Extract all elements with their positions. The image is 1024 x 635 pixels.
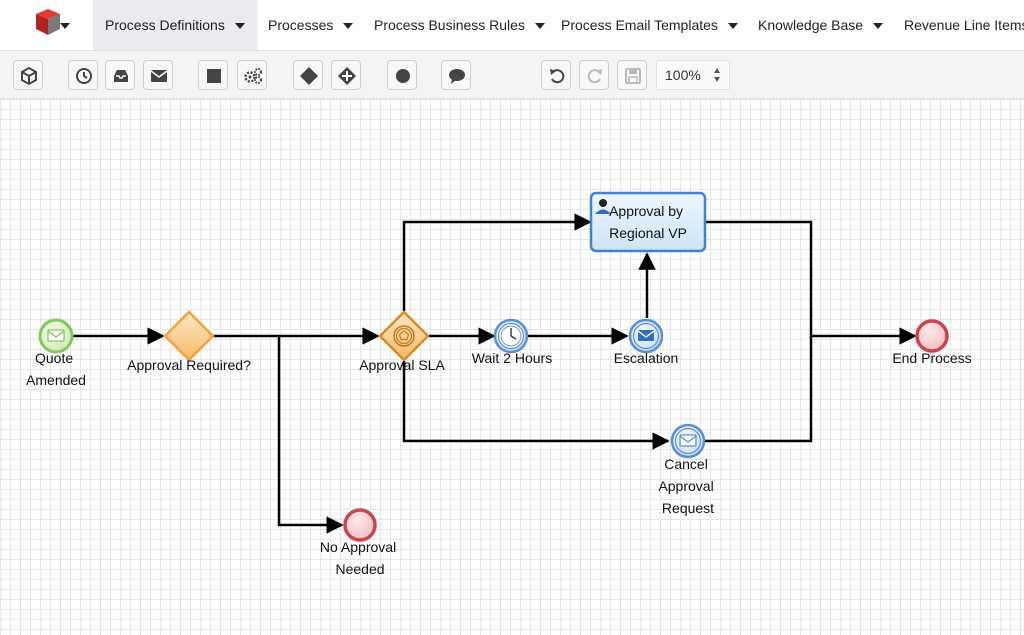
flow-approval-task-to-end[interactable] — [704, 220, 917, 345]
tab-processes[interactable]: Processes — [256, 0, 365, 50]
diagram-canvas[interactable]: Quote Amended Approval Required? Approva… — [0, 99, 1024, 635]
envelope-icon — [150, 70, 168, 82]
tab-process-business-rules[interactable]: Process Business Rules — [362, 0, 557, 50]
receive-message-button[interactable] — [105, 60, 135, 90]
save-icon — [625, 68, 641, 84]
square-icon — [207, 69, 221, 83]
cube-icon — [21, 66, 37, 86]
flow-sla-to-cancel[interactable] — [402, 361, 670, 450]
end-event-end-process[interactable]: End Process — [892, 319, 972, 366]
flow-cancel-to-end[interactable] — [705, 336, 813, 443]
diamond-icon — [300, 67, 318, 85]
flow-approval-required-to-no-approval[interactable] — [277, 336, 344, 534]
send-message-button[interactable] — [143, 60, 173, 90]
tab-knowledge-base[interactable]: Knowledge Base — [746, 0, 895, 50]
parallel-gateway-button[interactable] — [331, 60, 361, 90]
comment-button[interactable] — [441, 60, 471, 90]
exclusive-gateway-button[interactable] — [293, 60, 323, 90]
designer-toolbar: 100% — [0, 51, 1024, 99]
envelope-icon — [679, 434, 697, 447]
send-event-escalation[interactable]: Escalation — [614, 318, 679, 366]
clock-icon — [76, 68, 92, 84]
cube-button[interactable] — [13, 60, 43, 90]
gateway-approval-required-label: Approval Required? — [127, 357, 251, 373]
envelope-icon — [638, 330, 654, 341]
timer-event-wait-2-hours[interactable]: Wait 2 Hours — [472, 318, 552, 366]
sequence-flows — [73, 213, 917, 534]
top-nav: Process Definitions Processes Process Bu… — [0, 0, 1024, 51]
tab-revenue-line-items[interactable]: Revenue Line Items — [904, 17, 1024, 33]
escalation-label: Escalation — [614, 350, 679, 366]
gateway-approval-required[interactable]: Approval Required? — [127, 310, 251, 373]
chevron-down-icon — [60, 23, 70, 29]
cancel-event-label: Cancel Approval Request — [658, 456, 717, 516]
undo-button[interactable] — [541, 60, 571, 90]
start-event-label: Quote Amended — [26, 350, 86, 388]
redo-button[interactable] — [579, 60, 609, 90]
inbox-icon — [114, 70, 128, 82]
message-event-cancel-approval-request[interactable]: Cancel Approval Request — [658, 423, 717, 516]
diamond-plus-icon — [338, 67, 356, 85]
circle-event-button[interactable] — [387, 60, 417, 90]
undo-icon — [550, 69, 565, 84]
save-button[interactable] — [617, 60, 647, 90]
gateway-approval-sla-label: Approval SLA — [359, 357, 445, 373]
timer-event-button[interactable] — [68, 60, 98, 90]
cube-logo-icon — [36, 9, 70, 35]
redo-icon — [587, 69, 602, 84]
timer-event-label: Wait 2 Hours — [472, 350, 552, 366]
comment-icon — [449, 69, 465, 84]
start-event-quote-amended[interactable]: Quote Amended — [26, 318, 86, 388]
module-menu-button[interactable] — [18, 8, 78, 42]
envelope-icon — [47, 329, 65, 342]
user-task-approval-by-regional-vp[interactable]: Approval by Regional VP — [589, 191, 707, 253]
no-approval-label: No Approval Needed — [320, 539, 400, 577]
process-diagram: Quote Amended Approval Required? Approva… — [26, 191, 972, 577]
user-task-label: Approval by Regional VP — [609, 203, 687, 241]
user-icon — [595, 199, 611, 214]
spinner-arrows-icon — [714, 68, 720, 82]
tab-process-definitions[interactable]: Process Definitions — [93, 0, 257, 50]
tab-process-email-templates[interactable]: Process Email Templates — [549, 0, 750, 50]
business-rule-button[interactable] — [237, 60, 267, 90]
flow-sla-to-approval-task[interactable] — [402, 213, 592, 311]
end-event-button[interactable] — [198, 60, 228, 90]
circle-icon — [396, 69, 410, 83]
end-event-no-approval-needed[interactable]: No Approval Needed — [320, 508, 400, 577]
end-event-label: End Process — [892, 350, 971, 366]
pentagon-icon — [398, 330, 410, 341]
gateway-approval-sla[interactable]: Approval SLA — [359, 310, 445, 373]
gears-icon — [244, 68, 262, 84]
zoom-select[interactable]: 100% — [656, 60, 730, 90]
